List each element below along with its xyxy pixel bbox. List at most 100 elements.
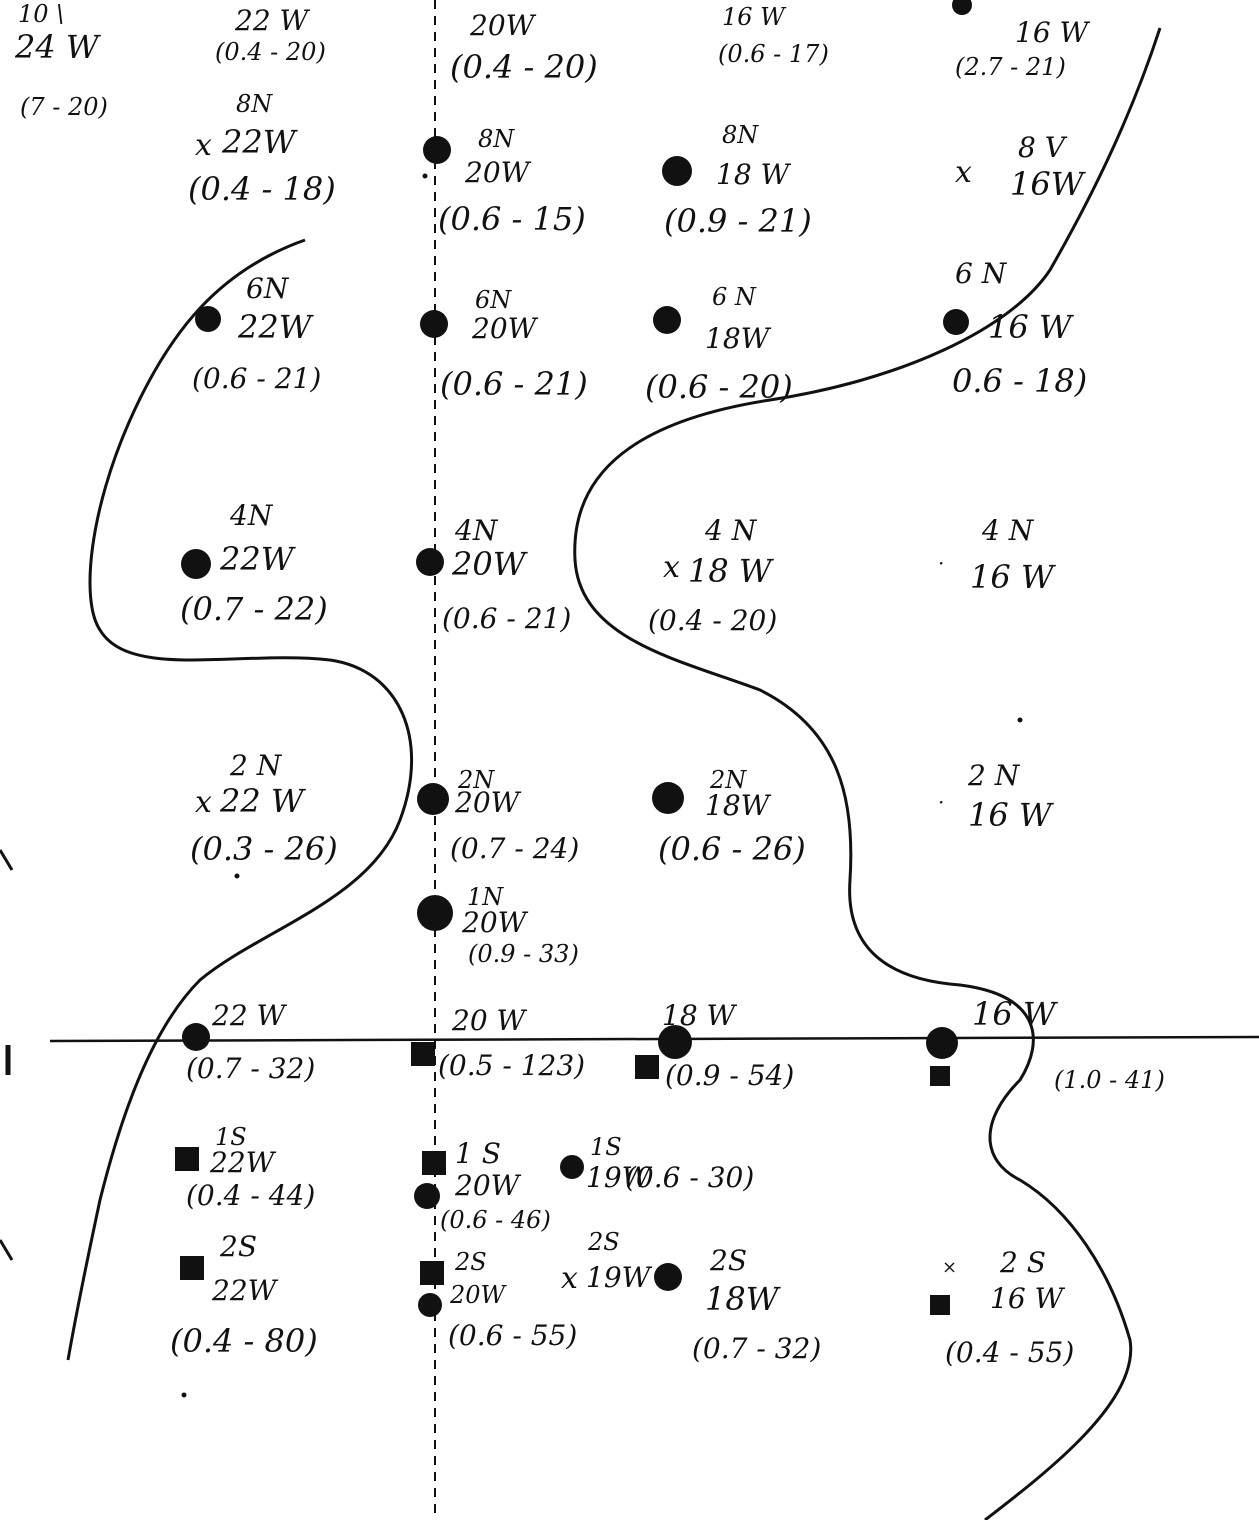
dot-marker bbox=[926, 1027, 958, 1059]
dot-marker bbox=[943, 309, 969, 335]
station-range-label: (0.6 - 20) bbox=[645, 368, 793, 406]
edge-ink-stroke bbox=[0, 1239, 14, 1261]
station-lon-label: 22W bbox=[237, 308, 315, 346]
station-labels: 10 \24 W(7 - 20)22 W(0.4 - 20)20W(0.4 - … bbox=[14, 0, 1165, 1369]
station-lat-label: 4N bbox=[229, 499, 274, 532]
station-range-label: (0.7 - 22) bbox=[180, 590, 328, 628]
station-lat-label: 2S bbox=[709, 1244, 747, 1277]
station-lon-label: 16 W bbox=[972, 995, 1059, 1033]
station-range-label: (7 - 20) bbox=[20, 93, 108, 121]
station-markers: xxx·x·x× bbox=[175, 0, 972, 1317]
station-lon-label: 18 W bbox=[688, 552, 775, 590]
dot-marker bbox=[182, 1023, 210, 1051]
x-marker: × bbox=[942, 1257, 957, 1278]
square-marker bbox=[422, 1151, 446, 1175]
station-lat-label: 4N bbox=[454, 514, 499, 547]
station-lat-label: 1S bbox=[590, 1133, 622, 1161]
dot-marker bbox=[195, 306, 221, 332]
station-lon-label: 19W bbox=[586, 1161, 653, 1194]
station-range-label: (0.6 - 21) bbox=[192, 362, 321, 395]
station-lat-label: 1N bbox=[467, 883, 504, 911]
station-lat-label: 2 N bbox=[229, 749, 283, 782]
station-range-label: (2.7 - 21) bbox=[955, 53, 1066, 81]
dot-marker bbox=[420, 310, 448, 338]
station-lon-label: 18W bbox=[705, 789, 772, 822]
station-range-label: (0.6 - 17) bbox=[718, 40, 829, 68]
square-marker bbox=[175, 1147, 199, 1171]
station-lat-label: 10 \ bbox=[18, 0, 64, 28]
station-range-label: (0.4 - 80) bbox=[170, 1322, 318, 1360]
dot-marker bbox=[418, 1293, 442, 1317]
edge-ink-stroke bbox=[0, 849, 14, 871]
station-range-label: (0.7 - 32) bbox=[186, 1052, 315, 1085]
station-range-label: (0.9 - 33) bbox=[468, 940, 579, 968]
dot-marker bbox=[653, 306, 681, 334]
x-marker: x bbox=[195, 785, 212, 820]
dot-marker bbox=[652, 782, 684, 814]
x-marker: x bbox=[561, 1261, 578, 1296]
station-range-label: (0.4 - 18) bbox=[188, 170, 336, 208]
station-lon-label: 18W bbox=[705, 322, 772, 355]
station-range-label: (0.4 - 44) bbox=[186, 1179, 315, 1212]
square-marker bbox=[180, 1256, 204, 1280]
dot-marker bbox=[181, 549, 211, 579]
dot-marker bbox=[658, 1025, 692, 1059]
station-lon-label: 20W bbox=[464, 156, 532, 189]
station-lon-label: 20W bbox=[454, 1169, 522, 1202]
dot-marker bbox=[654, 1263, 682, 1291]
station-range-label: (0.6 - 26) bbox=[658, 830, 806, 868]
station-lon-label: 20 W bbox=[451, 1004, 528, 1037]
station-lat-label: 2N bbox=[457, 766, 495, 794]
station-lat-label: 8N bbox=[478, 125, 515, 153]
station-range-label: (0.9 - 54) bbox=[665, 1059, 794, 1092]
station-lon-label: 20W bbox=[449, 1281, 508, 1309]
station-lon-label: 20W bbox=[461, 906, 529, 939]
station-range-label: (0.9 - 21) bbox=[664, 202, 812, 240]
square-marker bbox=[930, 1066, 950, 1086]
station-lon-label: 22W bbox=[211, 1274, 279, 1307]
station-lat-label: 2 S bbox=[999, 1246, 1046, 1279]
dot-marker bbox=[952, 0, 972, 15]
station-range-label: (0.6 - 55) bbox=[448, 1319, 577, 1352]
station-range-label: (0.7 - 32) bbox=[692, 1332, 821, 1365]
station-lon-label: 18 W bbox=[716, 158, 792, 191]
station-lon-label: 22 W bbox=[219, 782, 307, 820]
station-lat-label: 2S bbox=[454, 1248, 487, 1276]
dot-marker bbox=[414, 1183, 440, 1209]
station-range-label: (0.6 - 15) bbox=[438, 200, 586, 238]
station-range-label: (0.6 - 46) bbox=[440, 1206, 551, 1234]
square-marker bbox=[635, 1055, 659, 1079]
equator-line bbox=[49, 1035, 1259, 1043]
station-lon-label: 24 W bbox=[14, 28, 102, 66]
station-lon-label: 16 W bbox=[990, 1282, 1066, 1315]
tick-marker: · bbox=[938, 790, 944, 814]
x-marker: x bbox=[663, 550, 680, 585]
dot-marker bbox=[417, 783, 449, 815]
station-lon-label: 16 W bbox=[968, 796, 1055, 834]
station-lat-label: 2 N bbox=[967, 759, 1021, 792]
stray-ink-dot bbox=[181, 1392, 187, 1398]
x-marker: x bbox=[955, 155, 972, 190]
station-lat-label: 1 S bbox=[455, 1137, 501, 1170]
dot-marker bbox=[662, 156, 692, 186]
station-lat-label: 1S bbox=[215, 1123, 247, 1151]
station-lat-label: 2S bbox=[219, 1230, 257, 1263]
station-lat-label: 2S bbox=[587, 1228, 620, 1256]
square-marker bbox=[411, 1042, 435, 1066]
station-range-label: (0.7 - 24) bbox=[450, 832, 579, 865]
station-lon-label: 19W bbox=[586, 1261, 653, 1294]
dot-marker bbox=[416, 548, 444, 576]
station-lat-label: 4 N bbox=[981, 514, 1035, 547]
station-lat-label: 8N bbox=[236, 90, 273, 118]
station-range-label: 0.6 - 18) bbox=[952, 362, 1087, 400]
station-lon-label: 16 W bbox=[1015, 16, 1091, 49]
station-lat-label: 8N bbox=[722, 121, 759, 149]
station-range-label: (0.6 - 21) bbox=[442, 602, 571, 635]
station-lon-label: 16 W bbox=[988, 308, 1075, 346]
station-lon-label: 22 W bbox=[211, 999, 288, 1032]
station-lat-label: 2N bbox=[709, 766, 747, 794]
station-lat-label: 6N bbox=[246, 272, 290, 305]
station-range-label: (0.6 - 30) bbox=[625, 1161, 754, 1194]
dot-marker bbox=[423, 136, 451, 164]
